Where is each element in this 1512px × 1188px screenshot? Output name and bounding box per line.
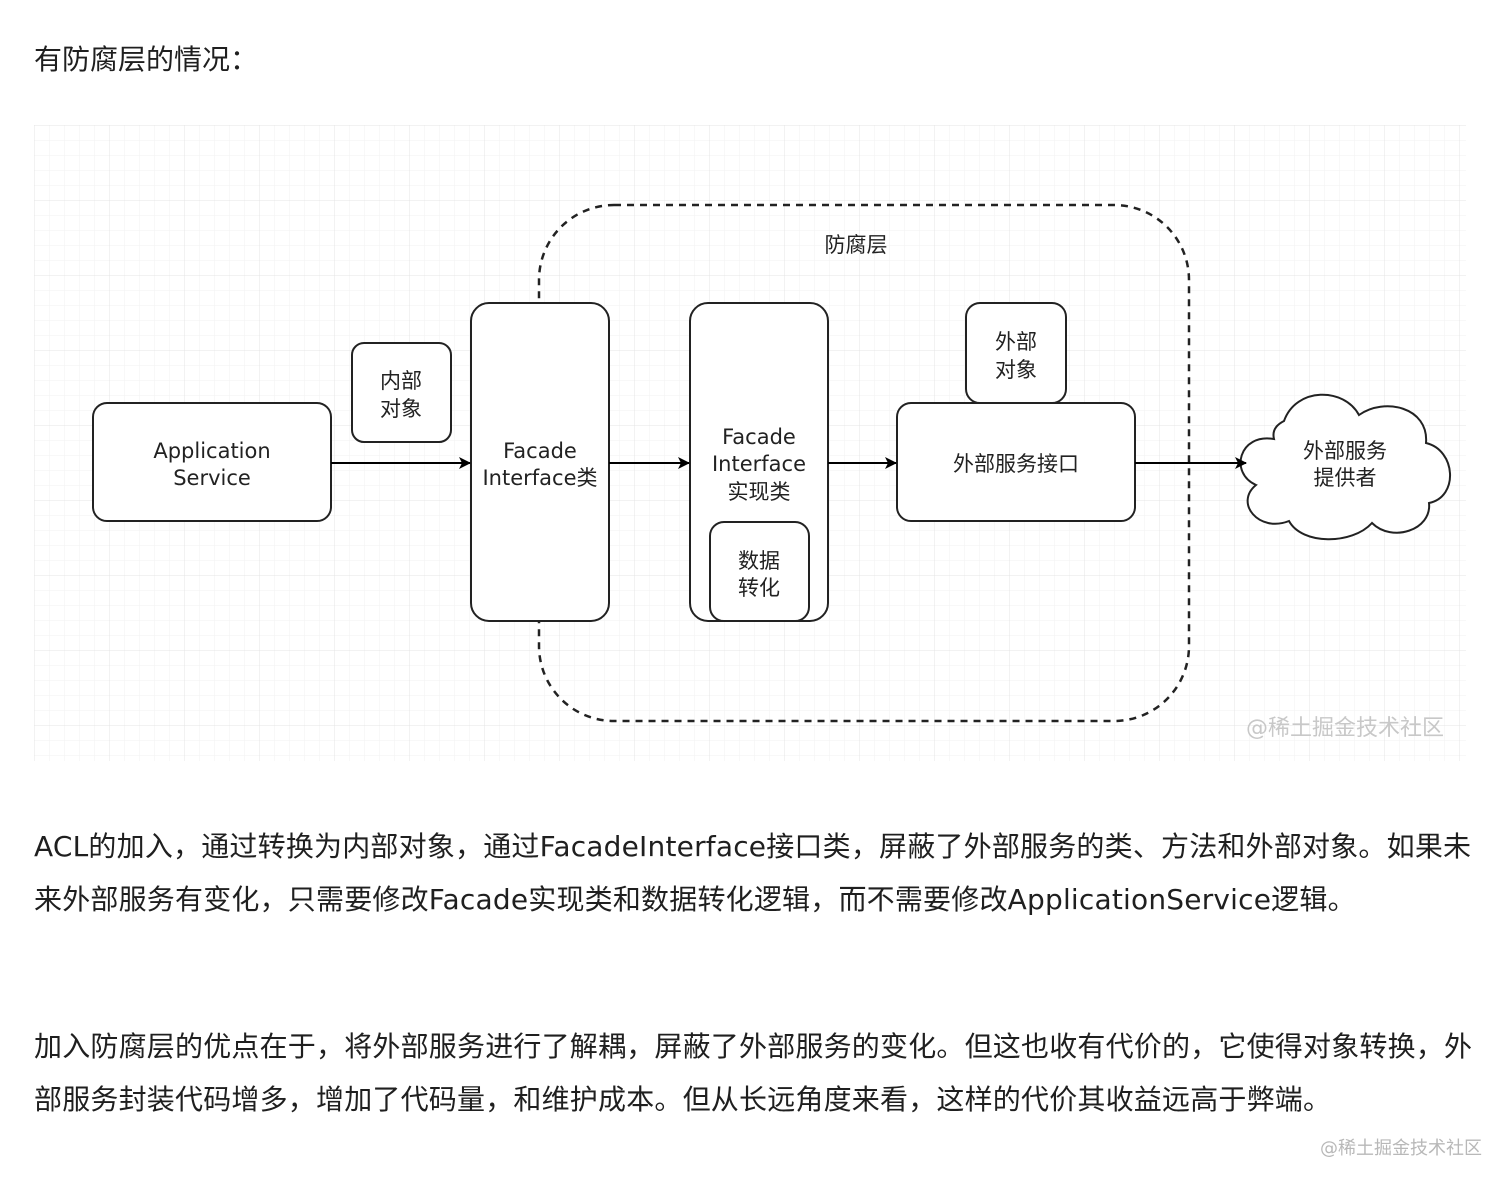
data-conversion-line-1: 数据 bbox=[738, 549, 780, 573]
facade-interface-line-1: Facade bbox=[503, 439, 577, 463]
data-conversion-line-2: 转化 bbox=[738, 576, 780, 600]
internal-object-line-1: 内部 bbox=[380, 369, 422, 393]
internal-object-box: 内部 对象 bbox=[351, 342, 452, 443]
acl-label: 防腐层 bbox=[825, 233, 888, 257]
external-provider-cloud: 外部服务 提供者 bbox=[1239, 393, 1452, 541]
paragraph-acl-explanation: ACL的加入，通过转换为内部对象，通过FacadeInterface接口类，屏蔽… bbox=[34, 830, 1472, 916]
paragraph-acl-advantages: 加入防腐层的优点在于，将外部服务进行了解耦，屏蔽了外部服务的变化。但这也收有代价… bbox=[34, 1030, 1473, 1116]
acl-diagram-canvas: 防腐层 Application Service 内部 对象 Facade Int… bbox=[34, 125, 1466, 761]
external-service-interface-label: 外部服务接口 bbox=[953, 452, 1079, 476]
application-service-line-1: Application bbox=[153, 439, 270, 463]
application-service-box: Application Service bbox=[92, 402, 332, 522]
facade-impl-line-2: Interface bbox=[712, 452, 806, 476]
external-provider-line-1: 外部服务 bbox=[1303, 439, 1387, 463]
facade-impl-line-1: Facade bbox=[722, 425, 796, 449]
external-object-box: 外部 对象 bbox=[965, 302, 1067, 404]
data-conversion-box: 数据 转化 bbox=[709, 521, 810, 622]
facade-impl-line-3: 实现类 bbox=[728, 480, 791, 504]
application-service-line-2: Service bbox=[173, 466, 251, 490]
facade-interface-line-2: Interface类 bbox=[482, 466, 597, 490]
internal-object-line-2: 对象 bbox=[380, 397, 422, 421]
external-object-line-2: 对象 bbox=[995, 358, 1037, 382]
external-object-line-1: 外部 bbox=[995, 330, 1037, 354]
external-provider-line-2: 提供者 bbox=[1314, 466, 1377, 490]
facade-interface-box: Facade Interface类 bbox=[470, 302, 610, 622]
section-heading: 有防腐层的情况： bbox=[34, 43, 259, 76]
figure-watermark: @稀土掘金技术社区 bbox=[1246, 716, 1444, 741]
page-watermark: @稀土掘金技术社区 bbox=[1320, 1138, 1482, 1159]
external-service-interface-box: 外部服务接口 bbox=[896, 402, 1136, 522]
acl-diagram: 防腐层 Application Service 内部 对象 Facade Int… bbox=[34, 125, 1466, 761]
